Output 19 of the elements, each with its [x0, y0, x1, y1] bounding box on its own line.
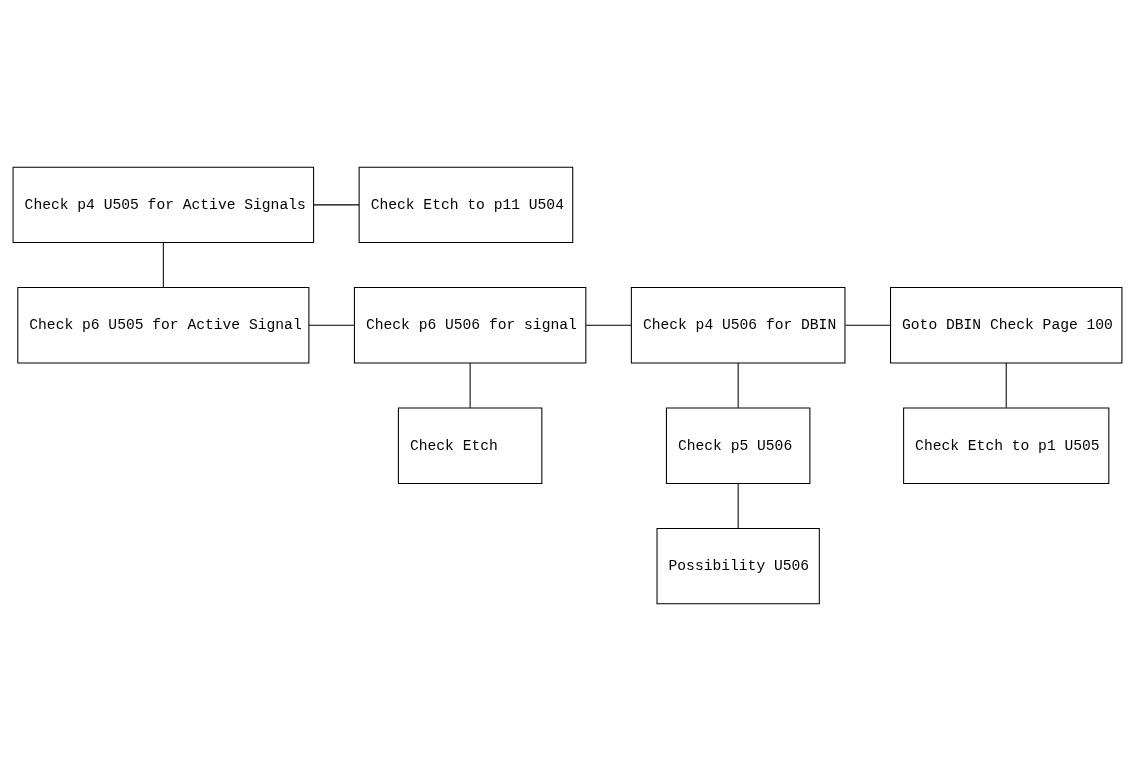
connector [469, 362, 471, 409]
connector [308, 324, 355, 326]
connector [844, 324, 892, 326]
connector [313, 204, 360, 206]
node-box: Check Etch to p11 U504 [358, 166, 574, 244]
node-box: Goto DBIN Check Page 100 [890, 287, 1123, 364]
node-box: Possibility U506 [656, 527, 820, 605]
node-box: Check p4 U506 for DBIN [630, 287, 846, 364]
node-box: Check p6 U506 for signal [353, 287, 587, 364]
connector [1005, 362, 1007, 409]
node-box: Check p4 U505 for Active Signals [12, 166, 315, 244]
connector [737, 362, 739, 409]
node-box: Check p5 U506 [665, 407, 811, 484]
connector [162, 242, 164, 288]
connector [737, 482, 739, 529]
connector [585, 324, 632, 326]
node-box: Check Etch [397, 407, 543, 484]
node-box: Check Etch to p1 U505 [903, 407, 1110, 484]
node-box: Check p6 U505 for Active Signal [17, 287, 310, 364]
